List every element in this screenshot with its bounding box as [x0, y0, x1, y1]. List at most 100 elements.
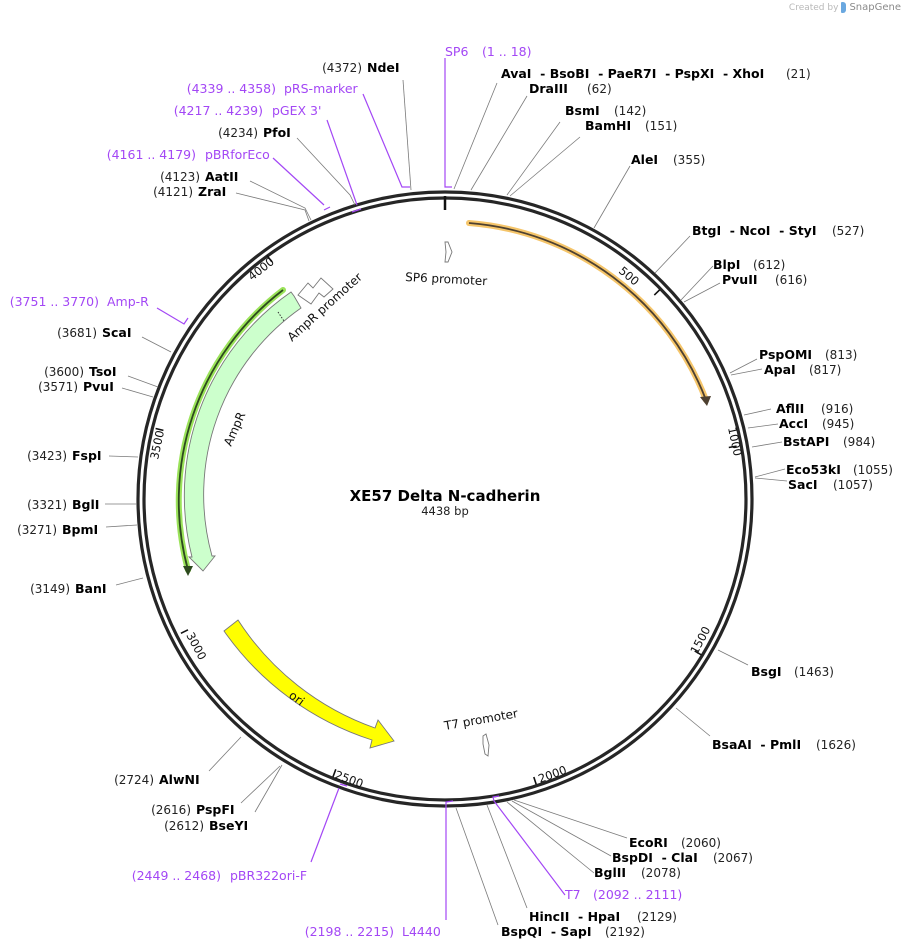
- enzyme-position: (3571): [38, 380, 78, 394]
- enzyme-site-bsaai-pmli[interactable]: BsaAI - PmlI (1626): [712, 737, 856, 752]
- enzyme-site-saci[interactable]: SacI (1057): [788, 477, 873, 492]
- enzyme-site-pvuii[interactable]: PvuII (616): [722, 272, 807, 287]
- enzyme-name: AflII: [776, 401, 804, 416]
- primer-range: (4339 .. 4358): [187, 81, 276, 96]
- enzyme-name: SacI: [788, 477, 818, 492]
- enzyme-leaders-left: [105, 79, 412, 813]
- enzyme-position: (3271): [17, 523, 57, 537]
- enzyme-site-bsgi[interactable]: BsgI (1463): [751, 664, 834, 679]
- tick-4000: 4000: [245, 254, 277, 283]
- primer-prs-marker[interactable]: (4339 .. 4358) pRS-marker: [187, 81, 359, 96]
- enzyme-name: BamHI: [585, 118, 631, 133]
- enzyme-site-pspomi[interactable]: PspOMI (813): [759, 347, 857, 362]
- enzyme-position: (151): [645, 119, 677, 133]
- primer-t7[interactable]: T7 (2092 .. 2111): [564, 887, 682, 902]
- enzyme-site-bgli[interactable]: (3321) BglI: [27, 497, 99, 512]
- enzyme-site-alei[interactable]: AleI (355): [631, 152, 705, 167]
- enzyme-name: PfoI: [263, 125, 291, 140]
- enzyme-name: BspQI - SapI: [501, 924, 591, 939]
- tick-1000: 1000: [725, 426, 745, 458]
- credit-prefix: Created by: [788, 2, 839, 13]
- primer-pbrforeco[interactable]: (4161 .. 4179) pBRforEco: [107, 147, 270, 162]
- enzyme-name: BlpI: [713, 257, 740, 272]
- primer-sp6[interactable]: SP6 (1 .. 18): [445, 44, 532, 59]
- enzyme-site-bspdi-clai[interactable]: BspDI - ClaI (2067): [612, 850, 753, 865]
- enzyme-site-aatii[interactable]: (4123) AatII: [160, 169, 238, 184]
- sp6-promoter-feature[interactable]: SP6 promoter: [405, 241, 488, 288]
- enzyme-site-btgi-styi[interactable]: BtgI - NcoI - StyI (527): [692, 223, 864, 238]
- insert-feature-arc[interactable]: [466, 220, 711, 406]
- enzyme-position: (4121): [153, 185, 193, 199]
- enzyme-name: AccI: [779, 416, 808, 431]
- snapgene-credit: Created by SnapGene: [789, 2, 901, 13]
- enzyme-position: (984): [843, 435, 875, 449]
- primer-amp-r[interactable]: (3751 .. 3770) Amp-R: [10, 294, 149, 309]
- tick-3500: 3500: [147, 429, 167, 461]
- enzyme-position: (916): [821, 402, 853, 416]
- primer-range: (1 .. 18): [482, 44, 532, 59]
- enzyme-name: AleI: [631, 152, 658, 167]
- snapgene-logo-icon: [841, 2, 847, 13]
- enzyme-site-draiii[interactable]: DraIII (62): [529, 81, 612, 96]
- enzyme-name: BanI: [75, 581, 107, 596]
- enzyme-name: BtgI - NcoI - StyI: [692, 223, 816, 238]
- enzyme-site-apai[interactable]: ApaI (817): [764, 362, 841, 377]
- enzyme-name: ScaI: [102, 325, 132, 340]
- enzyme-position: (2724): [114, 773, 154, 787]
- enzyme-name: NdeI: [367, 60, 400, 75]
- enzyme-site-bsmi[interactable]: BsmI (142): [565, 103, 646, 118]
- enzyme-site-pvui[interactable]: (3571) PvuI: [38, 379, 114, 394]
- enzyme-site-ecori[interactable]: EcoRI (2060): [629, 835, 721, 850]
- enzyme-site-pfoi[interactable]: (4234) PfoI: [218, 125, 291, 140]
- enzyme-site-bspqi-sapi[interactable]: BspQI - SapI (2192): [501, 924, 645, 939]
- enzyme-site-scai[interactable]: (3681) ScaI: [57, 325, 131, 340]
- enzyme-site-tsoi[interactable]: (3600) TsoI: [44, 364, 116, 379]
- enzyme-position: (355): [673, 153, 705, 167]
- primer-pbr322ori-f[interactable]: (2449 .. 2468) pBR322ori-F: [132, 868, 307, 883]
- enzyme-position: (3681): [57, 326, 97, 340]
- enzyme-site-fspi[interactable]: (3423) FspI: [27, 448, 101, 463]
- enzyme-name: BsmI: [565, 103, 600, 118]
- enzyme-name: FspI: [72, 448, 102, 463]
- primer-pgex-3[interactable]: (4217 .. 4239) pGEX 3': [174, 103, 322, 118]
- ampr-label: AmpR: [221, 410, 248, 448]
- ampr-highlight-arc[interactable]: [175, 287, 286, 576]
- primer-range: (2198 .. 2215): [305, 924, 394, 939]
- enzyme-site-bseyi[interactable]: (2612) BseYI: [164, 818, 248, 833]
- enzyme-name: ApaI: [764, 362, 796, 377]
- enzyme-site-bpmi[interactable]: (3271) BpmI: [17, 522, 98, 537]
- enzyme-site-pspfi[interactable]: (2616) PspFI: [151, 802, 234, 817]
- enzyme-site-avai-xhoi[interactable]: AvaI - BsoBI - PaeR7I - PspXI - XhoI (21…: [501, 66, 811, 81]
- enzyme-position: (142): [614, 104, 646, 118]
- enzyme-site-hincii-hpai[interactable]: HincII - HpaI (2129): [529, 909, 677, 924]
- enzyme-position: (2078): [641, 866, 681, 880]
- enzyme-position: (1057): [833, 478, 873, 492]
- enzyme-site-alwni[interactable]: (2724) AlwNI: [114, 772, 200, 787]
- enzyme-site-zrai[interactable]: (4121) ZraI: [153, 184, 226, 199]
- primer-l4440[interactable]: (2198 .. 2215) L4440: [305, 924, 441, 939]
- enzyme-position: (3149): [30, 582, 70, 596]
- enzyme-name: BspDI - ClaI: [612, 850, 698, 865]
- primer-name: pGEX 3': [272, 103, 321, 118]
- plasmid-length: 4438 bp: [421, 504, 469, 518]
- enzyme-site-eco53ki[interactable]: Eco53kI (1055): [786, 462, 893, 477]
- enzyme-site-bamhi[interactable]: BamHI (151): [585, 118, 677, 133]
- enzyme-site-aflii[interactable]: AflII (916): [776, 401, 853, 416]
- enzyme-site-ndei[interactable]: (4372) NdeI: [322, 60, 399, 75]
- t7-promoter-label: T7 promoter: [442, 706, 519, 733]
- enzyme-site-bstapi[interactable]: BstAPI (984): [783, 434, 875, 449]
- enzyme-site-blpi[interactable]: BlpI (612): [713, 257, 785, 272]
- enzyme-position: (813): [825, 348, 857, 362]
- enzyme-position: (4234): [218, 126, 258, 140]
- t7-promoter-feature[interactable]: T7 promoter: [442, 706, 519, 757]
- enzyme-site-bani[interactable]: (3149) BanI: [30, 581, 106, 596]
- enzyme-position: (616): [775, 273, 807, 287]
- primer-markers: [156, 58, 566, 920]
- primer-name: pBRforEco: [205, 147, 270, 162]
- enzyme-name: HincII - HpaI: [529, 909, 620, 924]
- enzyme-site-acci[interactable]: AccI (945): [779, 416, 854, 431]
- enzyme-position: (612): [753, 258, 785, 272]
- enzyme-position: (62): [587, 82, 612, 96]
- enzyme-position: (1626): [816, 738, 856, 752]
- enzyme-site-bglii[interactable]: BglII (2078): [594, 865, 681, 880]
